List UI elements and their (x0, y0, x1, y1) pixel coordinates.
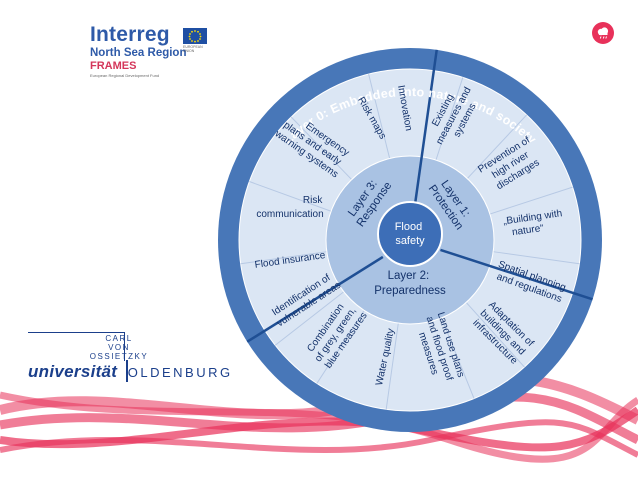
layer-divider (413, 49, 438, 209)
interreg-project: FRAMES (90, 60, 137, 72)
segment-divider (466, 114, 527, 179)
segment-divider (441, 317, 475, 399)
segment-divider (489, 186, 573, 215)
uni-city: OLDENBURG (127, 365, 233, 380)
interreg-region: North Sea Region (90, 47, 187, 59)
uni-name-line: CARL (105, 334, 133, 343)
measure-emergency-plans: Emergency plans and early warning system… (272, 108, 354, 180)
interreg-logo: Interreg North Sea Region FRAMES Europea… (90, 23, 230, 79)
uni-word: universität (28, 362, 118, 381)
ribbon-band (0, 419, 638, 458)
measure-line: Risk (303, 195, 323, 206)
cloud-rain-glyph (597, 27, 609, 39)
segment-divider (435, 77, 464, 161)
layer2-label-line1: Layer 2: (388, 270, 430, 282)
eu-stars-icon (188, 30, 202, 43)
center-label: Flood safety (395, 221, 426, 247)
measure-line: communication (256, 209, 323, 220)
segment-divider (274, 291, 345, 346)
uni-name-line: OSSIETZKY (89, 352, 149, 361)
measure-line: nature“ (511, 223, 544, 238)
segment-divider (290, 116, 353, 180)
center-circle (377, 201, 443, 267)
segment-divider (465, 302, 525, 368)
segment-dividers (240, 73, 580, 410)
segment-divider (493, 251, 580, 265)
interreg-wordmark: Interreg (90, 23, 170, 46)
eu-flag-icon (183, 28, 207, 44)
segment-divider (385, 323, 399, 410)
layer2-label-line2: Preparedness (374, 285, 446, 297)
svg-text:Risk communication: Risk communication (256, 195, 325, 220)
flood-safety-diagram: Layer 0: Embedded into nature and societ… (218, 48, 602, 432)
layer-dividers (246, 49, 593, 343)
eu-label: EUROPEAN UNION (183, 45, 203, 53)
segment-divider (249, 181, 332, 212)
svg-text:Emergency plans and ea: Emergency plans and early warning system… (272, 108, 354, 180)
measure-risk-communication: Risk communication (256, 195, 325, 220)
uni-name-line: VON (108, 343, 130, 352)
university-name-lines: CARL VON OSSIETZKY (88, 334, 150, 361)
cloud-rain-icon (592, 22, 614, 44)
layer-divider (246, 255, 384, 343)
university-wordmark: universität OLDENBURG (28, 362, 233, 382)
logo-divider (126, 360, 128, 382)
svg-text:Layer 2: Preparedness: Layer 2: Preparedness (374, 270, 446, 297)
layer2-label: Layer 2: Preparedness (374, 270, 446, 297)
interreg-fund: European Regional Development Fund (90, 73, 160, 78)
segment-divider (240, 251, 327, 265)
segment-divider (316, 310, 365, 384)
segment-divider (368, 73, 391, 159)
logo-bracket (28, 332, 125, 361)
center-label-line2: safety (395, 235, 425, 247)
center-label-line1: Flood (395, 221, 423, 233)
layer-divider (440, 248, 593, 301)
